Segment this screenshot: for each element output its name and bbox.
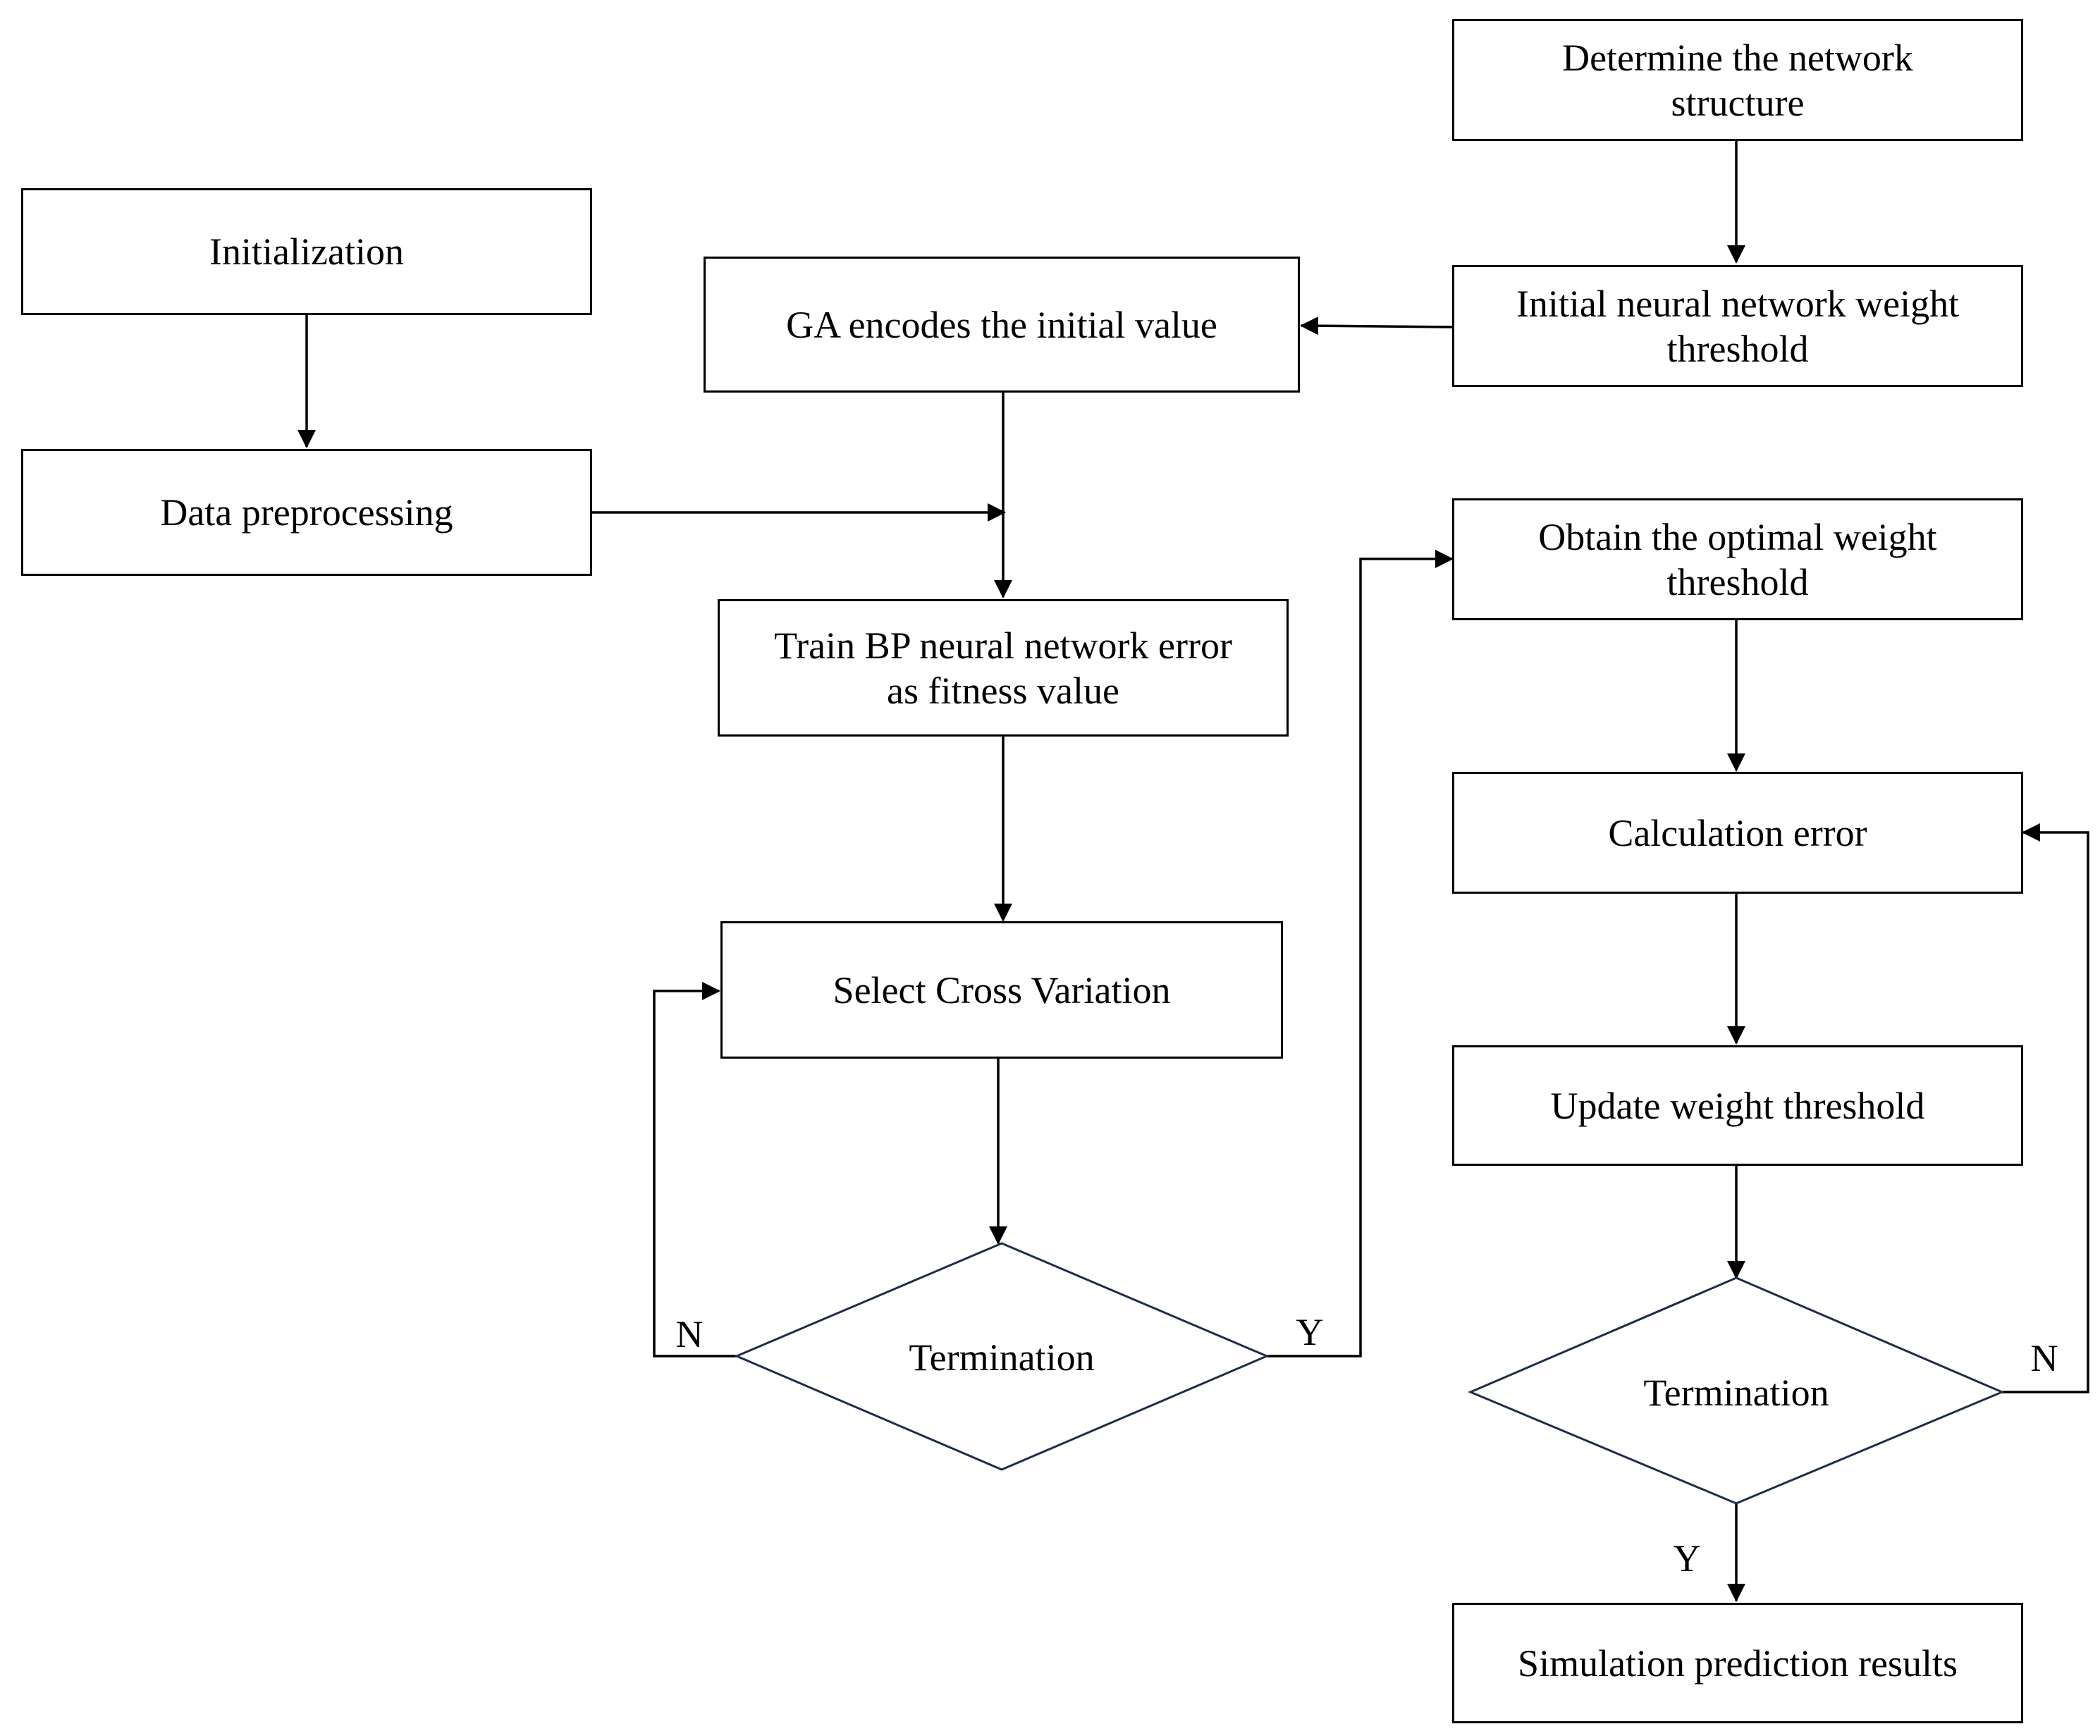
- left-no-label: N: [675, 1313, 704, 1355]
- calculation-error-label: Calculation error: [1608, 811, 1867, 854]
- right-no-label: N: [2030, 1337, 2058, 1379]
- arrow-right-no-loop: [2002, 823, 2089, 1393]
- arrow-initial-to-ga: [1300, 316, 1453, 335]
- data-preprocessing-label: Data preprocessing: [160, 491, 453, 534]
- initialization-box: Initialization: [21, 188, 592, 315]
- train-bp-label: Train BP neural network error as fitness…: [774, 624, 1232, 712]
- arrow-left-yes: [1267, 550, 1454, 1358]
- initialization-label: Initialization: [209, 230, 404, 273]
- termination-left-label: Termination: [909, 1336, 1095, 1379]
- arrow-left-no-loop: [653, 982, 737, 1358]
- initial-weight-label: Initial neural network weight threshold: [1516, 282, 1960, 370]
- update-weight-box: Update weight threshold: [1452, 1045, 2023, 1166]
- left-yes-label: Y: [1296, 1311, 1324, 1353]
- right-yes-label: Y: [1673, 1537, 1701, 1580]
- calculation-error-box: Calculation error: [1452, 772, 2023, 894]
- determine-structure-label: Determine the network structure: [1562, 36, 1913, 124]
- initial-weight-box: Initial neural network weight threshold: [1452, 265, 2023, 387]
- termination-right-label: Termination: [1643, 1372, 1829, 1414]
- update-weight-label: Update weight threshold: [1550, 1084, 1925, 1127]
- termination-left-diamond: [734, 1242, 1270, 1471]
- ga-encodes-box: GA encodes the initial value: [704, 257, 1300, 393]
- simulation-results-label: Simulation prediction results: [1518, 1642, 1958, 1685]
- data-preprocessing-box: Data preprocessing: [21, 449, 592, 576]
- select-cross-label: Select Cross Variation: [833, 968, 1171, 1011]
- obtain-optimal-label: Obtain the optimal weight threshold: [1538, 515, 1937, 603]
- select-cross-box: Select Cross Variation: [720, 921, 1283, 1059]
- determine-structure-box: Determine the network structure: [1452, 19, 2023, 141]
- obtain-optimal-box: Obtain the optimal weight threshold: [1452, 498, 2023, 620]
- ga-encodes-label: GA encodes the initial value: [786, 303, 1217, 346]
- simulation-results-box: Simulation prediction results: [1452, 1603, 2023, 1723]
- train-bp-box: Train BP neural network error as fitness…: [718, 599, 1289, 737]
- termination-right-diamond: [1468, 1276, 2005, 1505]
